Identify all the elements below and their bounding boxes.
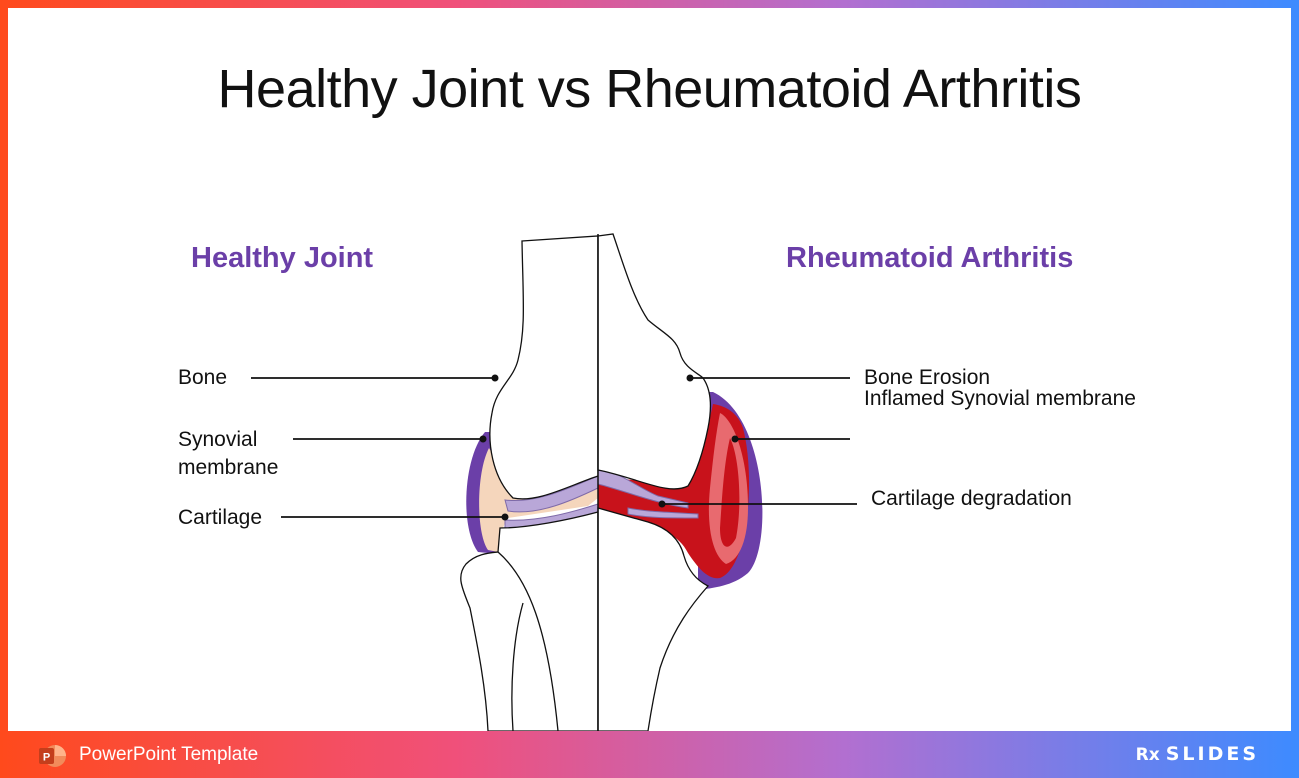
label-cartilage: Cartilage bbox=[178, 504, 262, 532]
ra-femur bbox=[598, 234, 710, 489]
brand-mark: Rx bbox=[1136, 745, 1160, 765]
slide-canvas: Healthy Joint vs Rheumatoid Arthritis bbox=[8, 8, 1291, 731]
label-cartilage-degradation: Cartilage degradation bbox=[871, 485, 1072, 513]
cartilage-leader-dot bbox=[502, 514, 509, 521]
ra-heading: Rheumatoid Arthritis bbox=[786, 242, 1073, 275]
erosion-leader-dot bbox=[687, 375, 694, 382]
synovial-leader-dot bbox=[480, 436, 487, 443]
footer-template-label: PowerPoint Template bbox=[79, 744, 258, 766]
brand-logo: Rx SLIDES bbox=[1136, 743, 1259, 765]
healthy-joint-heading: Healthy Joint bbox=[191, 242, 373, 275]
brand-name: SLIDES bbox=[1166, 743, 1259, 765]
bone-leader-dot bbox=[492, 375, 499, 382]
powerpoint-icon: P bbox=[38, 743, 66, 769]
label-bone: Bone bbox=[178, 364, 227, 392]
footer-bar: P PowerPoint Template Rx SLIDES bbox=[0, 731, 1299, 778]
label-synovial-membrane: Synovial membrane bbox=[178, 426, 278, 482]
inflamed-leader-dot bbox=[732, 436, 739, 443]
svg-text:P: P bbox=[43, 752, 50, 764]
label-inflamed-synovial: Inflamed Synovial membrane bbox=[864, 385, 1136, 413]
degradation-leader-dot bbox=[659, 501, 666, 508]
healthy-femur bbox=[490, 236, 598, 499]
